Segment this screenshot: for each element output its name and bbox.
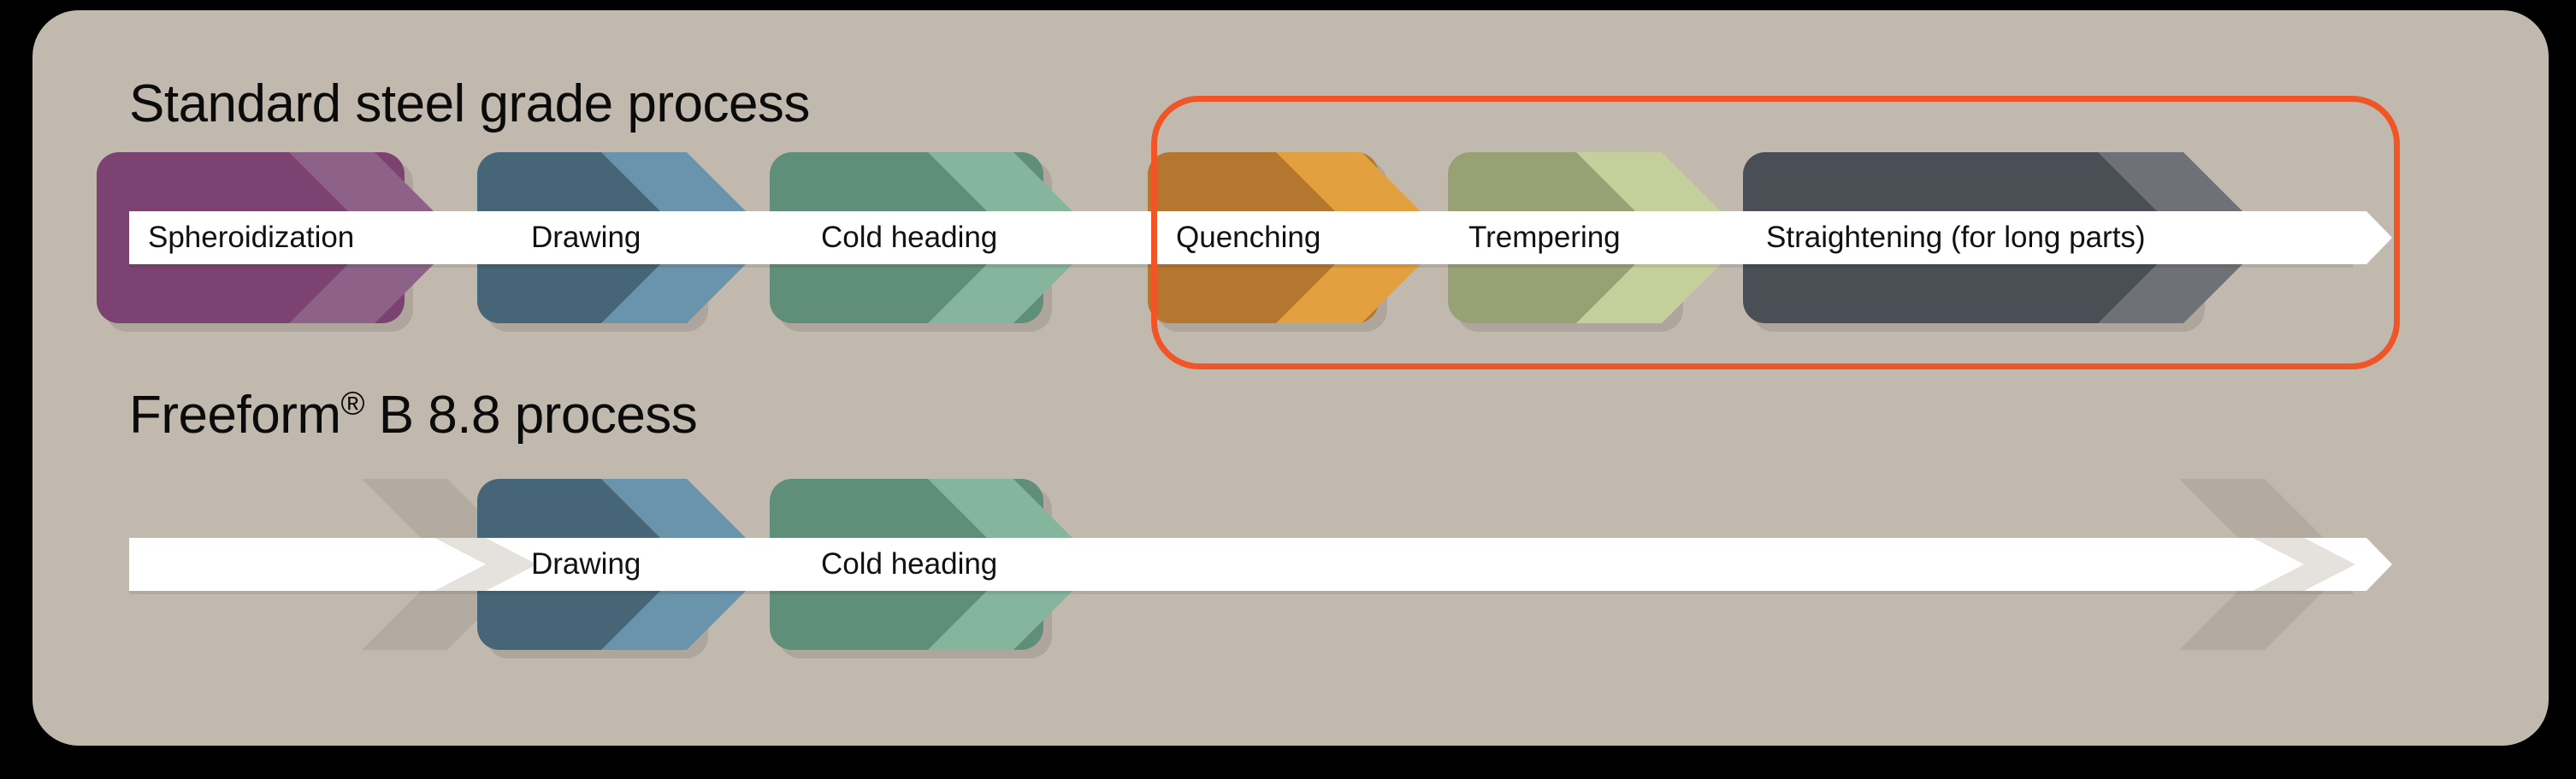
band-notch — [1014, 211, 1054, 264]
band-notch — [688, 538, 727, 591]
band-notch — [1014, 538, 1054, 591]
freeform-title-name: Freeform — [129, 386, 341, 445]
band-ghost-notch — [2253, 538, 2355, 591]
step-label-straightening: Straightening (for long parts) — [1766, 221, 2146, 254]
band-ghost-notch — [434, 538, 537, 591]
freeform-title-rest: B 8.8 process — [363, 386, 698, 445]
freeform-process-title: Freeform® B 8.8 process — [129, 385, 698, 446]
band-arrow-tip — [2353, 211, 2392, 264]
diagram-panel: Standard steel grade process — [32, 10, 2549, 746]
step-label-trempering: Trempering — [1468, 221, 1621, 254]
step-label-quenching: Quenching — [1176, 221, 1321, 254]
highlight-outline — [1151, 96, 2400, 369]
registered-mark-icon: ® — [340, 386, 364, 422]
band-notch — [2182, 211, 2221, 264]
standard-process-title: Standard steel grade process — [129, 74, 810, 133]
standard-process-row: Spheroidization Drawing Cold heading Que… — [32, 10, 2576, 779]
step-label-drawing-top: Drawing — [531, 221, 641, 254]
band-notch — [1367, 211, 1406, 264]
standard-row-band — [129, 211, 2392, 264]
band-notch — [392, 211, 431, 264]
band-notch — [1662, 211, 1701, 264]
step-label-drawing-bottom: Drawing — [531, 547, 641, 581]
step-label-spheroidization: Spheroidization — [148, 221, 355, 254]
band-notch — [688, 211, 727, 264]
step-label-cold-heading-top: Cold heading — [821, 221, 998, 254]
step-label-cold-heading-bottom: Cold heading — [821, 547, 998, 581]
band-arrow-tip — [2353, 538, 2392, 591]
freeform-process-row: Drawing Cold heading — [32, 10, 2576, 779]
